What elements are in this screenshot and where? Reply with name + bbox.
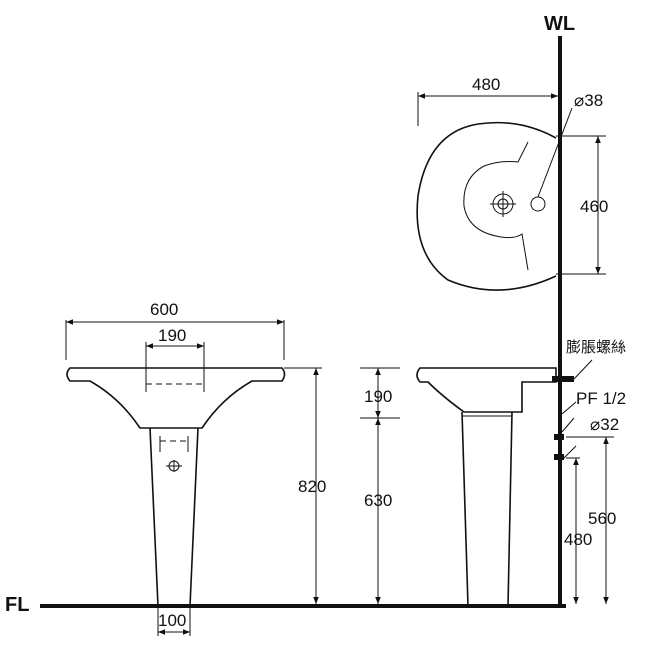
side-basin <box>416 367 557 413</box>
dim-overall-height: 820 <box>298 477 326 496</box>
anchor-bolt: 膨脹螺絲 <box>552 339 626 382</box>
dim-basin-depth: 190 <box>364 387 392 406</box>
top-basin-outline <box>416 121 557 291</box>
supply-diameter-label: ⌀32 <box>590 415 619 434</box>
top-bowl <box>463 141 529 271</box>
dim-basin-width: 600 <box>150 300 178 319</box>
floor-label: FL <box>5 594 29 616</box>
side-pedestal <box>461 411 513 607</box>
hole-diameter-label: ⌀38 <box>574 91 603 110</box>
front-view: 600 190 100 820 <box>65 300 326 636</box>
dim-drain-height: 480 <box>564 530 592 549</box>
drain-pipe: ⌀32 <box>554 415 619 461</box>
top-tap-hole <box>530 196 546 212</box>
side-view: 190 630 膨脹螺絲 PF 1/2 ⌀32 56 <box>360 339 626 607</box>
dim-top-depth: 460 <box>580 197 608 216</box>
dim-top-width: 480 <box>472 75 500 94</box>
dim-tap-span: 190 <box>158 326 186 345</box>
front-basin <box>66 367 286 429</box>
anchor-bolt-note: 膨脹螺絲 <box>566 339 626 356</box>
dim-pedestal-width: 100 <box>158 611 186 630</box>
front-pedestal <box>149 427 199 607</box>
dim-supply-height: 560 <box>588 509 616 528</box>
supply-pipe: PF 1/2 <box>561 389 626 415</box>
drain-pipe-label: PF 1/2 <box>576 389 626 408</box>
wall-label: WL <box>544 13 575 35</box>
dim-pedestal-height: 630 <box>364 491 392 510</box>
top-view: ⌀38 480 460 <box>416 75 608 291</box>
